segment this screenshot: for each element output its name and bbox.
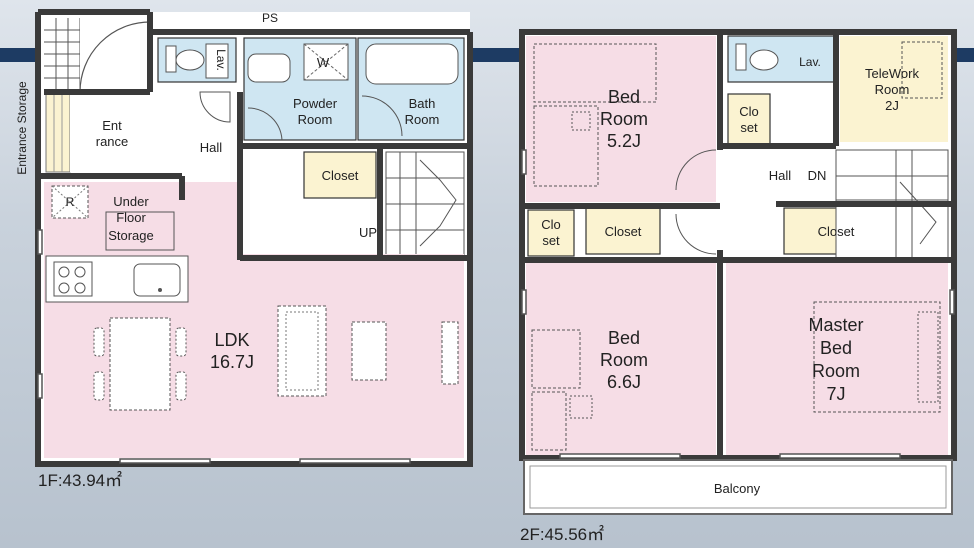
label-dn: DN bbox=[808, 168, 827, 183]
entrance-storage-grid bbox=[44, 18, 151, 93]
bed-room-6-6 bbox=[526, 262, 716, 456]
master-bed-room bbox=[726, 262, 948, 456]
floor-1 bbox=[35, 9, 473, 467]
label-balcony: Balcony bbox=[714, 481, 761, 496]
label-master-bed-c: Room bbox=[812, 361, 860, 381]
label-closet-small-1-b: set bbox=[740, 120, 758, 135]
label-bath-room-2: Room bbox=[405, 112, 440, 127]
label-under-floor-storage-1: Under bbox=[113, 194, 149, 209]
bed-room-5-2 bbox=[526, 36, 716, 202]
label-bed-room-1-b: Room bbox=[600, 109, 648, 129]
floor-2 bbox=[519, 29, 957, 515]
closet-small-2f-2 bbox=[527, 209, 575, 257]
stairs-1f bbox=[385, 151, 465, 259]
label-closet-small-1-a: Clo bbox=[739, 104, 759, 119]
closet-2f-1 bbox=[585, 207, 661, 255]
balcony bbox=[523, 459, 953, 515]
label-closet-2f-2: Closet bbox=[818, 224, 855, 239]
label-under-floor-storage-2: Floor bbox=[116, 210, 146, 225]
label-bed-room-2-a: Bed bbox=[608, 328, 640, 348]
label-bed-room-2-c: 6.6J bbox=[607, 372, 641, 392]
label-telework-1: TeleWork bbox=[865, 66, 919, 81]
label-lav-1f: Lav. bbox=[214, 49, 228, 71]
label-powder-room-2: Room bbox=[298, 112, 333, 127]
closet-small-2f-1 bbox=[727, 93, 771, 145]
label-under-floor-storage-3: Storage bbox=[108, 228, 154, 243]
label-telework-2: Room bbox=[875, 82, 910, 97]
label-telework-3: 2J bbox=[885, 98, 899, 113]
label-lav-2f: Lav. bbox=[799, 55, 821, 69]
label-bed-room-1-c: 5.2J bbox=[607, 131, 641, 151]
label-w: W bbox=[317, 55, 330, 70]
label-closet-2f-1: Closet bbox=[605, 224, 642, 239]
label-refrigerator: R bbox=[66, 195, 75, 209]
label-up: UP bbox=[359, 225, 377, 240]
label-ps: PS bbox=[262, 11, 278, 25]
label-hall-1f: Hall bbox=[200, 140, 223, 155]
label-closet-small-2-b: set bbox=[542, 233, 560, 248]
label-closet-1f: Closet bbox=[322, 168, 359, 183]
label-entrance-2: rance bbox=[96, 134, 129, 149]
entrance-storage-shelf bbox=[45, 91, 71, 173]
label-ldk: LDK bbox=[214, 330, 249, 350]
label-closet-small-2-a: Clo bbox=[541, 217, 561, 232]
label-bed-room-2-b: Room bbox=[600, 350, 648, 370]
label-powder-room-1: Powder bbox=[293, 96, 338, 111]
label-floor-2-area: 2F:45.56㎡ bbox=[520, 525, 604, 544]
label-entrance-storage: Entrance Storage bbox=[15, 81, 29, 175]
label-floor-1-area: 1F:43.94㎡ bbox=[38, 471, 122, 490]
label-hall-2f: Hall bbox=[769, 168, 792, 183]
label-bath-room-1: Bath bbox=[409, 96, 436, 111]
label-bed-room-1-a: Bed bbox=[608, 87, 640, 107]
label-entrance-1: Ent bbox=[102, 118, 122, 133]
label-master-bed-a: Master bbox=[808, 315, 863, 335]
label-master-bed-d: 7J bbox=[826, 384, 845, 404]
closet-1f bbox=[303, 151, 377, 199]
label-master-bed-b: Bed bbox=[820, 338, 852, 358]
label-ldk-size: 16.7J bbox=[210, 352, 254, 372]
telework-room bbox=[840, 36, 948, 142]
